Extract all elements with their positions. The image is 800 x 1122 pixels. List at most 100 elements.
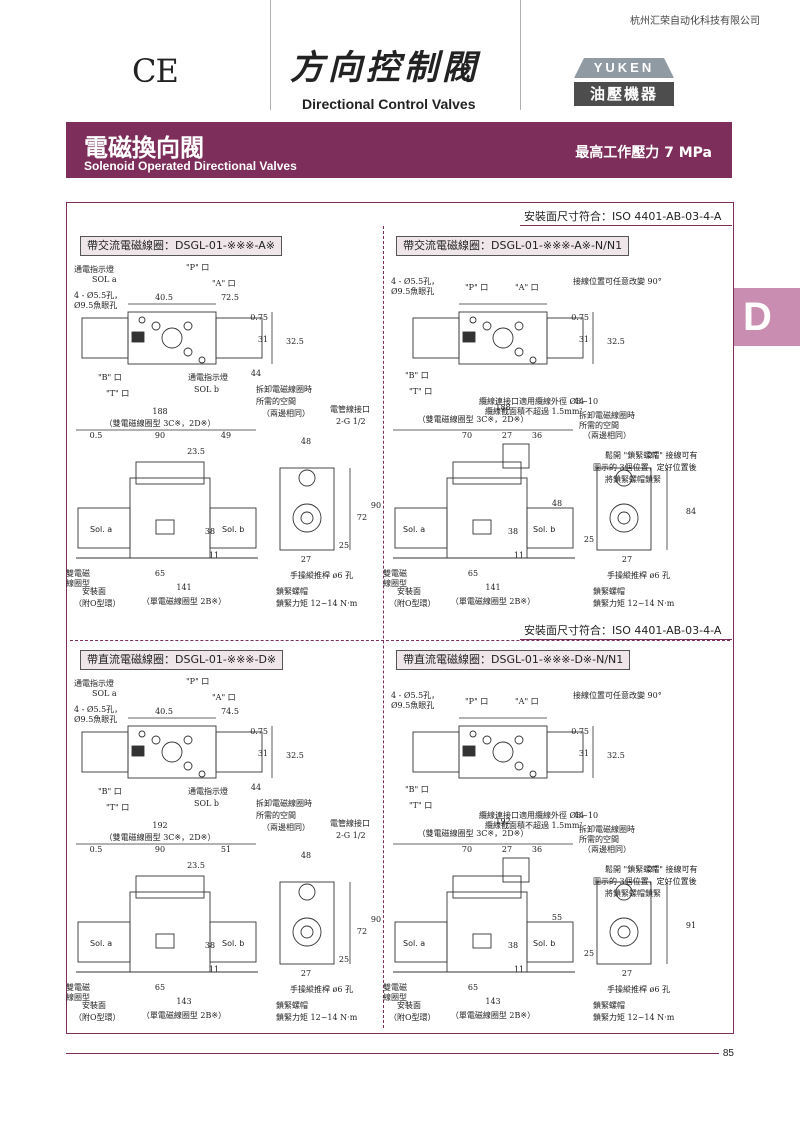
- label-mount-face: 安裝面: [397, 586, 421, 596]
- conduit-port: [298, 469, 316, 487]
- dim-48: 48: [301, 437, 311, 446]
- label-sol-b: Sol. b: [222, 525, 244, 534]
- manual-override-hole: [300, 925, 314, 939]
- dim-235: 23.5: [187, 861, 205, 870]
- note-torque: 鎖緊力矩 12~14 N·m: [276, 598, 358, 608]
- note-port-a: "A" 口: [515, 697, 539, 706]
- note-port-a: "A" 口: [212, 279, 236, 288]
- quadrant-label-dc: 帶直流電磁線圈：DSGL-01-※※※-D※: [80, 650, 284, 670]
- note-holes: 4 - Ø5.5孔，: [391, 691, 439, 700]
- note-torque: 鎖緊力矩 12~14 N·m: [593, 1012, 675, 1022]
- note-counterbore: Ø9.5魚眼孔: [74, 300, 117, 310]
- dim-25: 25: [584, 535, 594, 544]
- dim-height: 91: [686, 921, 696, 930]
- coil-a-top: [81, 317, 129, 359]
- dim-overall: 188: [495, 403, 510, 412]
- dim-25: 25: [339, 955, 349, 964]
- manual-override-hole: [300, 511, 314, 525]
- note-port-p: "P" 口: [186, 677, 209, 686]
- logo-wordmark: YUKEN: [574, 58, 674, 78]
- label-sol-a: Sol. a: [403, 939, 425, 948]
- note-port-t: "T" 口: [409, 387, 432, 396]
- note-removal: 拆卸電磁線圈時: [579, 824, 635, 834]
- top-housing: [452, 875, 522, 899]
- top-housing: [135, 875, 205, 899]
- label-double: 雙電磁: [66, 568, 90, 578]
- dim-connector: 48: [552, 499, 562, 508]
- port-a-circle: [514, 321, 524, 331]
- mounting-underline-bottom: [520, 639, 732, 640]
- note-cable-od: 纜線連接口適用纜線外徑 Ø8~10: [479, 810, 598, 820]
- mount-hole-2: [198, 356, 206, 364]
- conduit-port: [298, 883, 316, 901]
- coil-a-top: [81, 731, 129, 773]
- port-p-circle: [161, 327, 183, 349]
- port-a-circle: [183, 735, 193, 745]
- conduit-port: [615, 883, 633, 901]
- dim-70: 70: [462, 431, 472, 440]
- note-cable-area: 纜線截面積不超過 1.5mm²: [485, 820, 583, 830]
- note-conduit: 電管線接口: [330, 404, 370, 414]
- port-t-circle: [514, 761, 524, 771]
- header-left-rule: [270, 0, 271, 110]
- dim-single-type: （單電磁線圈型 2B※）: [142, 1010, 226, 1020]
- section-subtitle: Solenoid Operated Directional Valves: [84, 159, 297, 173]
- note-torque: 鎖緊力矩 12~14 N·m: [276, 1012, 358, 1022]
- label-sol-a: Sol. a: [90, 939, 112, 948]
- label-double: 雙電磁: [383, 982, 407, 992]
- side-body: [279, 467, 335, 551]
- label-mount-face: 安裝面: [82, 1000, 106, 1010]
- dim-075: 0.75: [250, 313, 268, 322]
- coil-b-top: [546, 731, 584, 773]
- max-pressure: 最高工作壓力 7 MPa: [575, 145, 712, 161]
- manual-override-symbol: [472, 933, 492, 949]
- note-port-b: "B" 口: [405, 371, 429, 380]
- note-indicator-a: 通電指示燈: [74, 264, 114, 274]
- section-banner: 電磁換向閥 Solenoid Operated Directional Valv…: [66, 122, 732, 178]
- dim-48: 48: [301, 851, 311, 860]
- side-body: [596, 881, 652, 965]
- side-coil-circle: [609, 917, 639, 947]
- label-sol-b: Sol. b: [533, 525, 555, 534]
- label-double-2: 線圈型: [66, 578, 90, 588]
- note-manual-pin: 手操縱推桿 ø6 孔: [607, 570, 670, 580]
- note-loosen: 鬆開 "鎖緊螺帽" 接線可有: [605, 450, 697, 460]
- coil-b-top: [215, 317, 263, 359]
- page-subtitle: Directional Control Valves: [302, 96, 476, 112]
- dim-11: 11: [514, 965, 524, 974]
- dim-65: 65: [155, 983, 165, 992]
- company-name: 杭州汇荣自动化科技有限公司: [630, 16, 760, 27]
- note-indicator-a: 通電指示燈: [74, 678, 114, 688]
- dim-end: 49: [221, 431, 231, 440]
- conduit-port: [615, 469, 633, 487]
- quadrant-label-dc-n: 帶直流電磁線圈：DSGL-01-※※※-D※-N/N1: [396, 650, 631, 670]
- dim-65: 65: [155, 569, 165, 578]
- manual-override-hole: [617, 925, 631, 939]
- dim-27: 27: [502, 845, 512, 854]
- note-cable-area: 纜線截面積不超過 1.5mm²: [485, 406, 583, 416]
- note-loosen-2: 圖示的 3個位置，定好位置後: [593, 462, 697, 472]
- dim-38: 38: [508, 941, 518, 950]
- side-coil-circle: [292, 917, 322, 947]
- dim-325: 32.5: [607, 751, 625, 760]
- coil-b-front: [209, 507, 257, 549]
- label-double: 雙電磁: [383, 568, 407, 578]
- dim-27-bottom: 27: [622, 969, 632, 978]
- note-manual-pin: 手操縱推桿 ø6 孔: [290, 570, 353, 580]
- side-coil-circle: [609, 503, 639, 533]
- vertical-divider: [383, 226, 384, 1028]
- yuken-logo: YUKEN 油壓機器: [574, 58, 674, 106]
- coil-b-front: [209, 921, 257, 963]
- note-removal-3: （兩邊相同）: [262, 822, 310, 832]
- page-title: 方向控制閥: [290, 48, 480, 88]
- section-title: 電磁換向閥: [84, 134, 204, 162]
- side-body: [279, 881, 335, 965]
- port-a-circle: [514, 735, 524, 745]
- note-sol-b: SOL b: [194, 385, 219, 394]
- note-rotatable: 接線位置可任意改變 90°: [573, 690, 662, 700]
- dim-90: 90: [155, 431, 165, 440]
- port-p-circle: [492, 327, 514, 349]
- label-double: 雙電磁: [66, 982, 90, 992]
